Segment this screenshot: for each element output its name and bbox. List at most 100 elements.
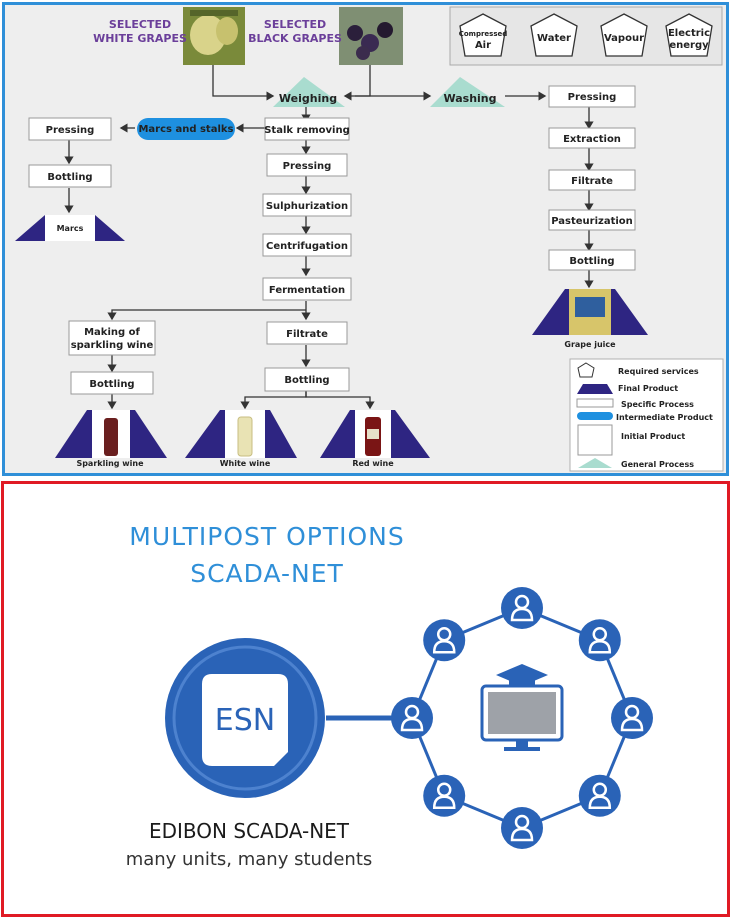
svg-text:Sulphurization: Sulphurization [266, 201, 348, 212]
process-pasteurization: Pasteurization [548, 209, 636, 231]
process-filtrate-right: Filtrate [548, 169, 636, 191]
flow-connectors [64, 65, 594, 410]
service-water: Water [537, 33, 571, 44]
process-bottling-left: Bottling [28, 164, 112, 188]
services-box: Compressed Air Water Vapour Electric ene… [449, 6, 723, 66]
legend-specific-process: Specific Process [621, 400, 694, 409]
svg-text:Making of: Making of [84, 327, 140, 338]
process-pressing-right: Pressing [548, 85, 636, 108]
scada-net-illustration: MULTIPOST OPTIONS SCADA-NET ESN EDIBON S… [126, 522, 653, 870]
trapezoid-icon [577, 384, 613, 394]
final-product-marcs: Marcs [15, 215, 125, 241]
computer-icon [480, 684, 564, 751]
student-icon [501, 807, 543, 849]
svg-text:sparkling wine: sparkling wine [71, 340, 154, 351]
title-line-2: SCADA-NET [190, 559, 344, 588]
svg-text:Washing: Washing [443, 92, 496, 105]
legend-intermediate-product: Intermediate Product [616, 413, 713, 422]
general-process-weighing: Weighing [273, 77, 345, 107]
svg-text:Grape juice: Grape juice [564, 340, 616, 349]
service-vapour: Vapour [604, 33, 644, 44]
student-icon [501, 587, 543, 629]
legend: Required services Final Product Specific… [569, 358, 724, 472]
svg-text:Centrifugation: Centrifugation [266, 241, 348, 252]
student-icon [578, 619, 621, 662]
black-grapes-label-2: BLACK GRAPES [248, 32, 342, 45]
service-electric-1: Electric [668, 28, 710, 39]
process-filtrate-center: Filtrate [266, 321, 348, 345]
process-pressing-left: Pressing [28, 117, 112, 141]
legend-final-product: Final Product [618, 384, 678, 393]
final-product-white-wine: White wine [185, 410, 297, 468]
bottle-icon [104, 418, 118, 456]
svg-text:Pressing: Pressing [283, 161, 332, 172]
process-diagram: SELECTED WHITE GRAPES SELECTED BLACK GRA… [15, 6, 724, 472]
legend-required-services: Required services [618, 367, 699, 376]
student-ring [391, 587, 653, 849]
process-sulphurization: Sulphurization [262, 193, 352, 217]
svg-text:Extraction: Extraction [563, 134, 621, 145]
white-grapes-photo [183, 7, 245, 65]
pentagon-icon [459, 13, 507, 57]
final-product-sparkling-wine: Sparkling wine [55, 410, 167, 468]
white-grapes-label-2: WHITE GRAPES [93, 32, 187, 45]
esn-label: ESN [215, 703, 275, 738]
process-diagram-panel: SELECTED WHITE GRAPES SELECTED BLACK GRA… [2, 2, 729, 476]
pentagon-icon [665, 13, 713, 57]
student-icon [611, 697, 653, 739]
esn-badge: ESN [165, 638, 325, 798]
process-centrifugation: Centrifugation [262, 233, 352, 257]
svg-text:Marcs: Marcs [57, 224, 84, 233]
service-compressed-air-1: Compressed [459, 30, 508, 38]
svg-text:Filtrate: Filtrate [571, 176, 613, 187]
process-stalk-removing: Stalk removing [264, 117, 350, 141]
pentagon-icon [530, 13, 578, 57]
svg-text:Bottling: Bottling [47, 172, 92, 183]
student-icon [423, 774, 466, 817]
process-bottling-sparkling: Bottling [70, 371, 154, 395]
final-product-red-wine: Red wine [320, 410, 430, 468]
student-icon [578, 774, 621, 817]
process-pressing-center: Pressing [266, 153, 348, 177]
white-grapes-label-1: SELECTED [109, 18, 171, 31]
title-line-1: MULTIPOST OPTIONS [129, 522, 404, 551]
pentagon-icon [577, 362, 595, 378]
black-grapes-label-1: SELECTED [264, 18, 326, 31]
process-making-sparkling: Making of sparkling wine [68, 320, 156, 356]
process-bottling-right: Bottling [548, 249, 636, 271]
intermediate-marcs-stalks: Marcs and stalks [137, 118, 235, 140]
process-extraction: Extraction [548, 127, 636, 149]
general-process-washing: Washing [430, 77, 505, 107]
bottle-icon [237, 416, 253, 457]
svg-text:Bottling: Bottling [284, 375, 329, 386]
pentagon-icon [600, 13, 648, 57]
svg-text:Stalk removing: Stalk removing [264, 125, 350, 136]
student-icon [391, 697, 433, 739]
svg-text:Filtrate: Filtrate [286, 329, 328, 340]
svg-text:Bottling: Bottling [569, 256, 614, 267]
svg-text:Bottling: Bottling [89, 379, 134, 390]
svg-text:Sparkling wine: Sparkling wine [76, 459, 144, 468]
svg-text:Pasteurization: Pasteurization [551, 216, 633, 227]
service-compressed-air-2: Air [475, 40, 491, 51]
triangle-icon [578, 458, 612, 468]
svg-text:Red wine: Red wine [352, 459, 394, 468]
process-fermentation: Fermentation [262, 277, 352, 301]
scada-net-panel: MULTIPOST OPTIONS SCADA-NET ESN EDIBON S… [1, 481, 730, 917]
tagline: many units, many students [126, 849, 373, 870]
final-product-grape-juice: Grape juice [532, 289, 648, 349]
legend-initial-product: Initial Product [621, 432, 685, 441]
svg-text:Pressing: Pressing [46, 125, 95, 136]
graduation-cap-icon [496, 664, 548, 686]
legend-general-process: General Process [621, 460, 694, 469]
black-grapes-photo [339, 7, 403, 65]
svg-text:White wine: White wine [220, 459, 271, 468]
svg-text:Marcs and stalks: Marcs and stalks [138, 124, 233, 135]
svg-text:Weighing: Weighing [279, 92, 337, 105]
svg-text:Pressing: Pressing [568, 92, 617, 103]
student-icon [423, 619, 466, 662]
process-bottling-center: Bottling [264, 367, 350, 392]
brand-name: EDIBON SCADA-NET [149, 819, 350, 843]
service-electric-2: energy [669, 40, 709, 51]
svg-text:Fermentation: Fermentation [269, 285, 345, 296]
